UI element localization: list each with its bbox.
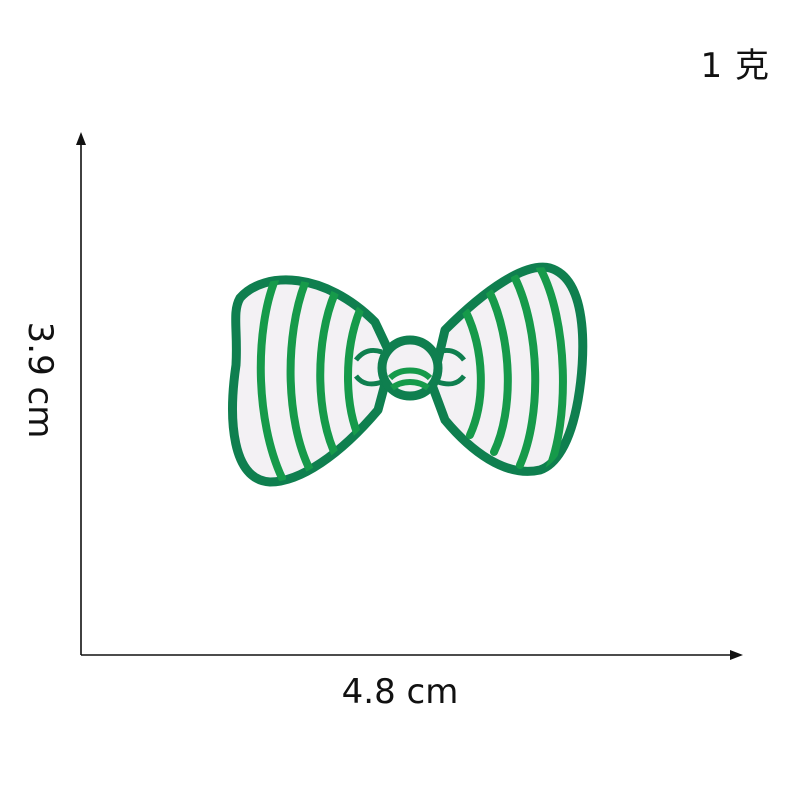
horizontal-axis-arrowhead: [730, 650, 743, 660]
weight-label: 1 克: [700, 46, 770, 86]
bow-left-wing: [228, 275, 397, 487]
bow-patch: [228, 262, 588, 487]
bow-left-stripes: [256, 279, 364, 482]
height-dimension-label: 3.9 cm: [20, 321, 60, 439]
bow-right-stripes: [462, 267, 567, 472]
width-dimension-label: 4.8 cm: [341, 672, 459, 712]
vertical-axis-arrowhead: [76, 132, 86, 145]
dimension-axes: [76, 132, 743, 660]
bow-knot: [354, 335, 466, 401]
